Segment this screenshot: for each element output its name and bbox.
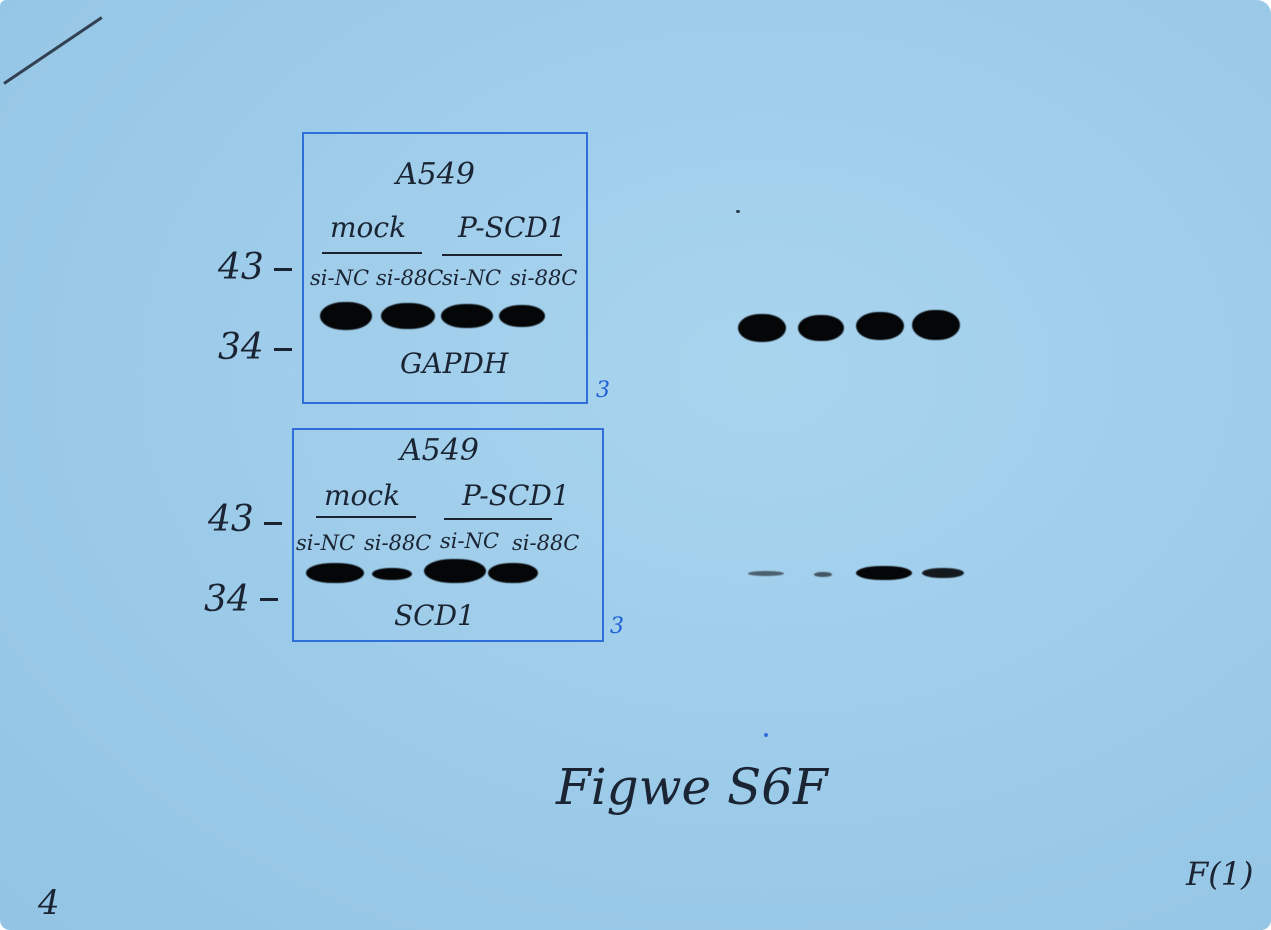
- gapdh-band-box-1: [320, 302, 372, 330]
- scd1-band-box-2: [372, 568, 412, 580]
- scd1-panel-frame: [292, 428, 604, 642]
- scd1-group-mock: mock: [324, 479, 401, 512]
- scd1-marker-43: 43: [208, 499, 254, 540]
- gapdh-group-pscd1: P-SCD1: [458, 211, 566, 244]
- gapdh-marker-43: 43: [218, 247, 264, 288]
- corner-code: F(1): [1186, 855, 1254, 893]
- scd1-mock-underline: [316, 516, 416, 518]
- gapdh-protein-label: GAPDH: [400, 347, 509, 380]
- film-scratch: [3, 16, 103, 85]
- scd1-group-pscd1: P-SCD1: [462, 479, 570, 512]
- gapdh-lane-2: si-88C: [376, 266, 444, 290]
- scd1-protein-label: SCD1: [394, 599, 475, 632]
- scd1-band-right-1: [748, 571, 784, 576]
- film-speck: [764, 733, 768, 737]
- corner-number: 4: [38, 883, 60, 923]
- scd1-lane-4: si-88C: [512, 531, 580, 555]
- scd1-band-box-4: [488, 563, 538, 583]
- scd1-band-right-2: [814, 572, 832, 577]
- gapdh-marker-34-tick: [274, 348, 292, 351]
- figure-label: Figwe S6F: [556, 758, 828, 816]
- gapdh-panel-frame: [302, 132, 588, 404]
- gapdh-pscd1-underline: [442, 254, 562, 256]
- gapdh-band-box-3: [441, 304, 493, 328]
- scd1-band-right-3: [856, 566, 912, 580]
- gapdh-band-right-2: [798, 315, 844, 341]
- scd1-marker-43-tick: [264, 522, 282, 525]
- scd1-pscd1-underline: [444, 518, 552, 520]
- scd1-band-box-3: [424, 559, 486, 583]
- gapdh-band-right-4: [912, 310, 960, 340]
- scd1-marker-34: 34: [204, 579, 250, 620]
- scd1-lane-3: si-NC: [440, 529, 500, 553]
- gapdh-mock-underline: [322, 252, 422, 254]
- scd1-band-box-1: [306, 563, 364, 583]
- scd1-lane-2: si-88C: [364, 531, 432, 555]
- gapdh-lane-3: si-NC: [442, 266, 502, 290]
- scd1-panel-tag: 3: [610, 614, 624, 639]
- gapdh-marker-43-tick: [274, 268, 292, 271]
- gapdh-marker-34: 34: [218, 327, 264, 368]
- scd1-cell-line: A549: [400, 433, 479, 468]
- gapdh-lane-1: si-NC: [310, 266, 370, 290]
- film-speck: [736, 210, 740, 213]
- gapdh-panel-tag: 3: [596, 378, 610, 403]
- gapdh-band-box-4: [499, 305, 545, 327]
- gapdh-lane-4: si-88C: [510, 266, 578, 290]
- gapdh-band-box-2: [381, 303, 435, 329]
- scd1-lane-1: si-NC: [296, 531, 356, 555]
- gapdh-band-right-3: [856, 312, 904, 340]
- gapdh-cell-line: A549: [396, 157, 475, 192]
- scd1-marker-34-tick: [260, 598, 278, 601]
- scd1-band-right-4: [922, 568, 964, 578]
- gapdh-group-mock: mock: [330, 211, 407, 244]
- gapdh-band-right-1: [738, 314, 786, 342]
